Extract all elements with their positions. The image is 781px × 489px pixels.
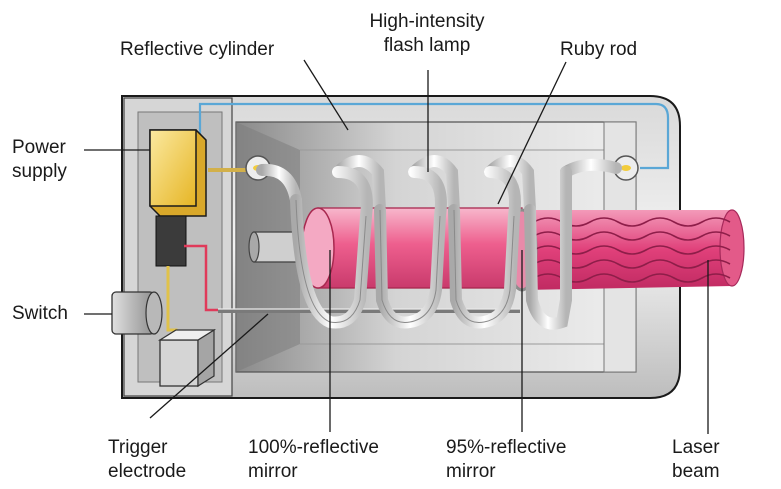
power-supply: [149, 129, 207, 217]
label-power-supply: Power supply: [12, 137, 67, 182]
label-mirror-100: 100%-reflective mirror: [248, 437, 379, 482]
label-ruby-rod: Ruby rod: [560, 39, 638, 60]
trigger-base: [157, 328, 217, 388]
power-supply-post: [155, 215, 187, 267]
trigger-electrode: [218, 308, 520, 313]
ruby-rod: [301, 207, 523, 289]
label-flash-lamp: High-intensity flash lamp: [369, 11, 485, 56]
label-switch: Switch: [12, 303, 68, 324]
label-mirror-95: 95%-reflective mirror: [446, 437, 567, 482]
switch: [111, 291, 163, 335]
leader-lines: [84, 59, 709, 434]
label-laser-beam: Laser beam: [672, 437, 720, 482]
flash-lamp-outline: [295, 199, 515, 324]
label-reflective-cylinder: Reflective cylinder: [120, 39, 275, 60]
label-trigger-electrode: Trigger electrode: [108, 437, 187, 482]
power-wire: [198, 102, 670, 170]
